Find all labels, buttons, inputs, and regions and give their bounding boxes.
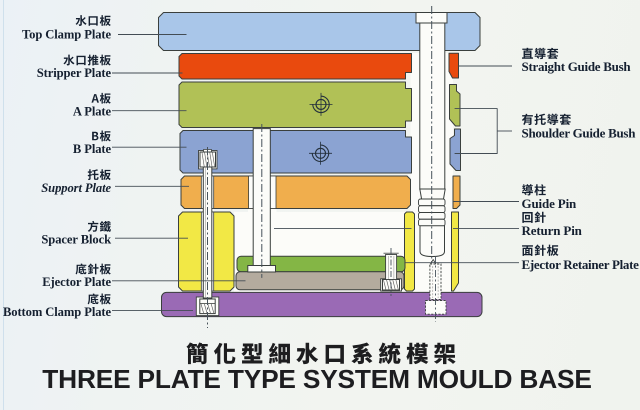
svg-text:Return Pin: Return Pin bbox=[522, 223, 583, 238]
svg-text:Ejector Retainer Plate: Ejector Retainer Plate bbox=[522, 257, 640, 272]
svg-text:A Plate: A Plate bbox=[73, 104, 112, 118]
svg-text:Ejector Plate: Ejector Plate bbox=[42, 275, 111, 289]
svg-text:Bottom Clamp Plate: Bottom Clamp Plate bbox=[3, 305, 112, 319]
svg-text:Straight Guide Bush: Straight Guide Bush bbox=[522, 59, 632, 74]
svg-text:Spacer Block: Spacer Block bbox=[41, 233, 111, 247]
svg-text:Guide Pin: Guide Pin bbox=[522, 196, 578, 211]
svg-text:Top Clamp Plate: Top Clamp Plate bbox=[22, 27, 112, 41]
svg-text:Stripper Plate: Stripper Plate bbox=[37, 66, 112, 80]
svg-text:B Plate: B Plate bbox=[73, 142, 112, 156]
svg-text:Shoulder Guide Bush: Shoulder Guide Bush bbox=[522, 126, 637, 141]
svg-text:THREE PLATE TYPE SYSTEM MOULD: THREE PLATE TYPE SYSTEM MOULD BASE bbox=[42, 364, 591, 394]
svg-text:Support Plate: Support Plate bbox=[41, 181, 111, 195]
